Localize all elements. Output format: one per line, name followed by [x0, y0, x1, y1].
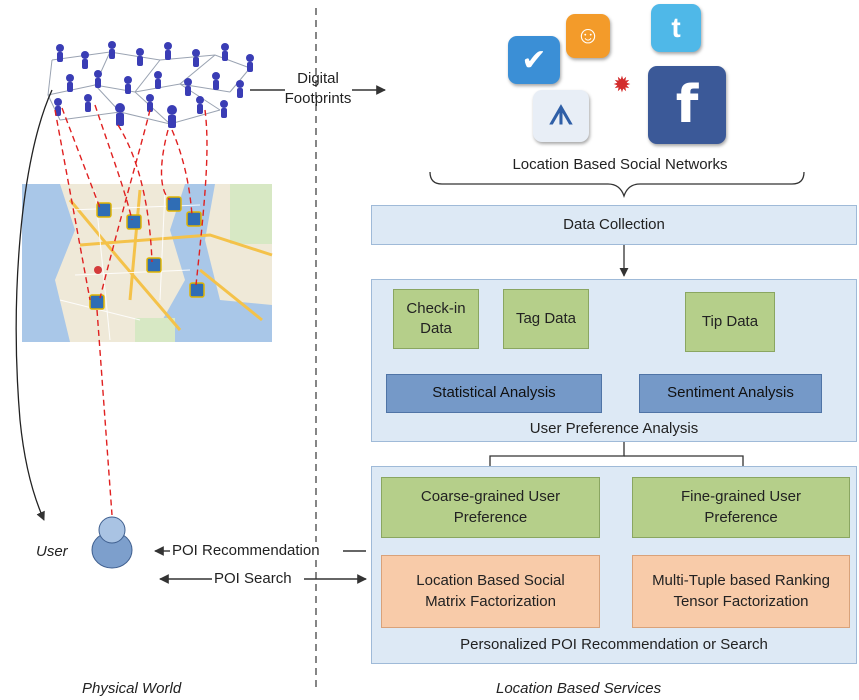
crab-icon: ✹: [604, 70, 640, 100]
poi-search-label: POI Search: [214, 570, 292, 587]
dianping-icon: ☺: [566, 14, 610, 58]
checkin-data-box: Check-in Data: [393, 289, 479, 349]
foursquare-icon: ✔: [508, 36, 560, 84]
physical-world-label: Physical World: [82, 680, 182, 697]
tip-data-box: Tip Data: [685, 292, 775, 352]
red-location-pin: [94, 266, 102, 274]
jiepang-icon: ᗑ: [533, 90, 589, 142]
user-label: User: [36, 543, 68, 560]
lbs-matrix-factorization-box: Location Based Social Matrix Factorizati…: [381, 555, 600, 628]
tag-data-box: Tag Data: [503, 289, 589, 349]
user-preference-analysis-label: User Preference Analysis: [529, 420, 699, 437]
crowd-network-illustration: [47, 41, 254, 128]
personalized-poi-label: Personalized POI Recommendation or Searc…: [460, 636, 768, 653]
tensor-factorization-box: Multi-Tuple based Ranking Tensor Factori…: [632, 555, 850, 628]
city-map-illustration: [22, 184, 273, 342]
digital-footprints-label: Digital Footprints: [284, 70, 352, 108]
lbsn-title: Location Based Social Networks: [512, 156, 728, 173]
footprint-lines: [54, 104, 208, 516]
user-avatar-icon: [91, 516, 133, 569]
poi-recommendation-label: POI Recommendation: [172, 542, 320, 559]
twitter-icon: t: [651, 4, 701, 52]
facebook-icon: f: [648, 66, 726, 144]
data-collection-box: Data Collection: [371, 205, 857, 245]
location-based-services-label: Location Based Services: [496, 680, 662, 697]
lbsn-brace: [429, 171, 805, 199]
fine-preference-box: Fine-grained User Preference: [632, 477, 850, 538]
statistical-analysis-box: Statistical Analysis: [386, 374, 602, 413]
map-pins: [89, 196, 205, 310]
coarse-preference-box: Coarse-grained User Preference: [381, 477, 600, 538]
crowd-to-user-arrow: [15, 89, 53, 521]
sentiment-analysis-box: Sentiment Analysis: [639, 374, 822, 413]
